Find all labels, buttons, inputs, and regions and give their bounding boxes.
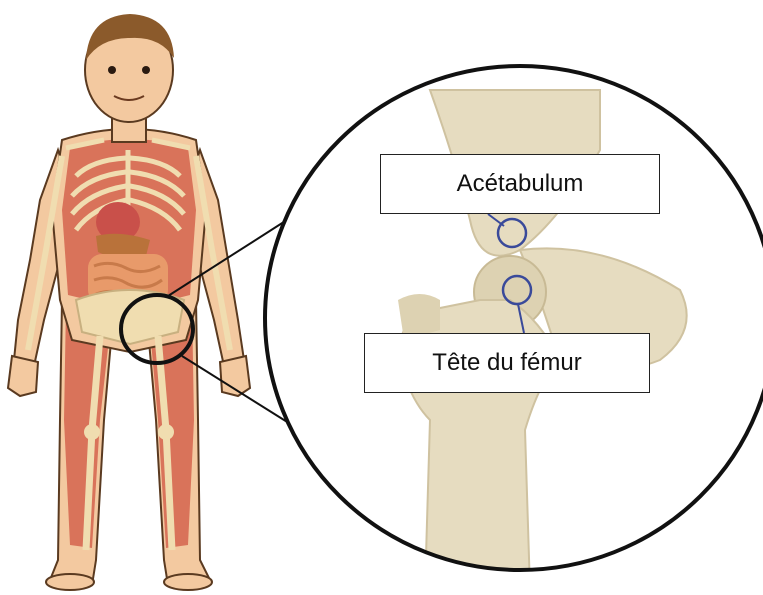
magnified-hip-joint: [265, 66, 763, 590]
acetabulum-label: Acétabulum: [380, 154, 660, 214]
human-figure: [8, 14, 250, 590]
femur-head-label: Tête du fémur: [364, 333, 650, 393]
